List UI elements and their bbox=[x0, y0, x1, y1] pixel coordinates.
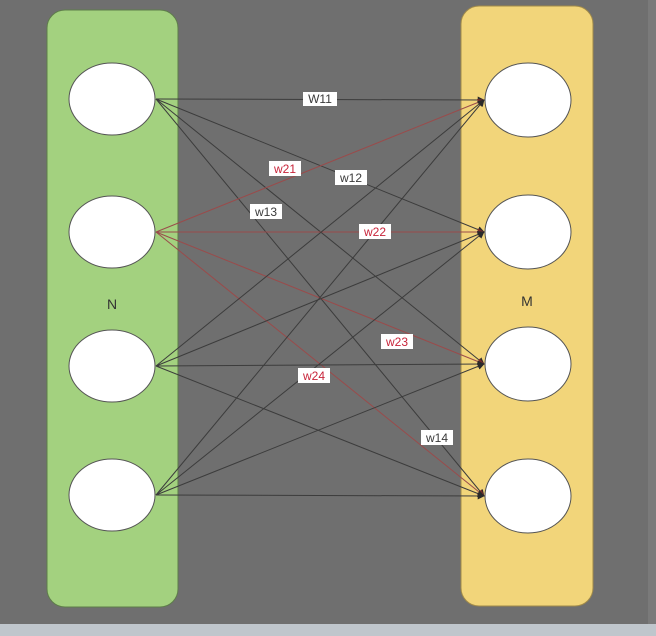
weight-label-text: w21 bbox=[273, 162, 296, 176]
output-node-4 bbox=[484, 458, 572, 534]
connection-edge bbox=[155, 365, 485, 497]
weight-label-w24: w24 bbox=[298, 368, 330, 383]
input-node-4 bbox=[68, 458, 156, 532]
connection-edge bbox=[155, 231, 485, 496]
weight-label-w12: w12 bbox=[335, 170, 367, 185]
layer-n-panel bbox=[46, 9, 179, 608]
weight-label-text: w24 bbox=[302, 369, 325, 383]
weight-label-text: w23 bbox=[385, 335, 408, 349]
connection-edge bbox=[155, 492, 485, 500]
weight-label-w21: w21 bbox=[269, 161, 301, 176]
connection-edge bbox=[155, 231, 485, 367]
window-edge bbox=[648, 0, 656, 636]
output-node-3 bbox=[484, 326, 572, 402]
layer-m-panel bbox=[460, 5, 594, 607]
bottom-strip bbox=[0, 624, 656, 636]
weight-label-w11: W11 bbox=[303, 92, 337, 106]
layer-n-label: N bbox=[107, 296, 117, 312]
weight-label-w22: w22 bbox=[359, 224, 391, 239]
connection-edge bbox=[155, 360, 485, 368]
weight-label-w13: w13 bbox=[250, 204, 282, 219]
input-node-2 bbox=[68, 195, 156, 269]
connection-edge bbox=[155, 99, 485, 233]
weight-label-text: w14 bbox=[425, 431, 448, 445]
connection-edge bbox=[155, 99, 485, 496]
connection-edge bbox=[155, 99, 485, 367]
weight-label-text: w22 bbox=[363, 225, 386, 239]
weight-label-text: W11 bbox=[308, 92, 332, 106]
weight-label-w14: w14 bbox=[421, 430, 453, 445]
output-node-2 bbox=[484, 194, 572, 270]
weight-label-text: w13 bbox=[254, 205, 277, 219]
input-node-1 bbox=[68, 62, 156, 136]
connection-edge bbox=[155, 363, 485, 496]
connections bbox=[155, 96, 485, 500]
weight-label-w23: w23 bbox=[381, 334, 413, 349]
input-node-3 bbox=[68, 329, 156, 403]
weight-label-text: w12 bbox=[339, 171, 362, 185]
output-node-1 bbox=[484, 62, 572, 138]
layer-m-label: M bbox=[521, 293, 533, 309]
